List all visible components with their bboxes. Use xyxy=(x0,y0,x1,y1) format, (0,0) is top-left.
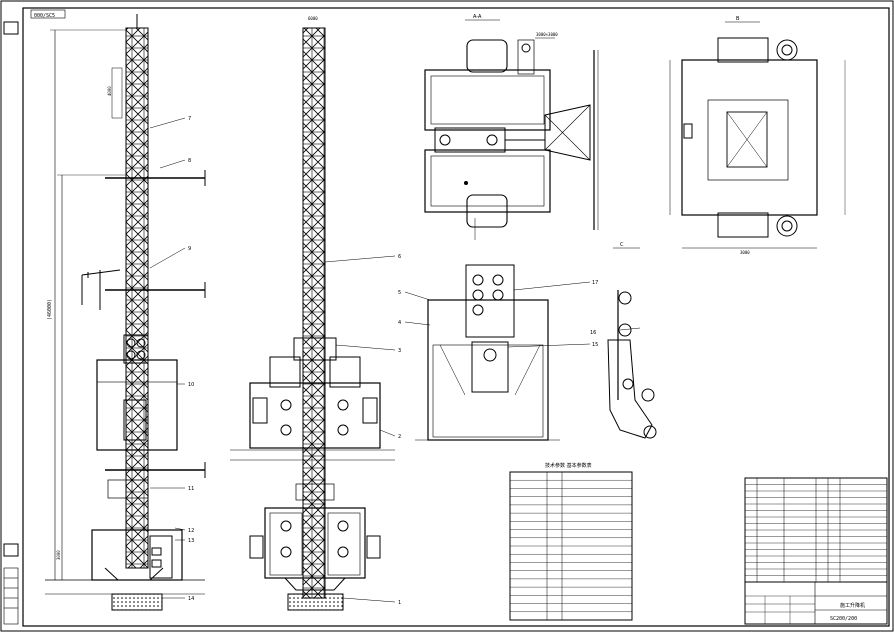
plan-a-cage-bottom xyxy=(424,149,551,213)
plan-a-title: A-A xyxy=(473,14,482,20)
plan-a-dim: 3000×3000 xyxy=(536,32,558,37)
callout-17: 17 xyxy=(592,280,598,286)
plan-b-dim: 3000 xyxy=(740,250,750,255)
callout-8: 8 xyxy=(188,158,191,164)
callout-4: 4 xyxy=(398,320,401,326)
derrick xyxy=(81,269,121,310)
cage-elevation: 5 4 17 15 xyxy=(398,264,598,441)
callout-11: 11 xyxy=(188,486,194,492)
front-dim-base: 3000 xyxy=(56,550,61,560)
side-lower-cages xyxy=(264,507,366,579)
left-marker-top xyxy=(3,21,19,35)
callout-16: 16 xyxy=(590,330,596,336)
callout-15: 15 xyxy=(592,342,598,348)
params-table: 技术参数 基本参数表 xyxy=(509,462,633,621)
callout-7: 7 xyxy=(188,116,191,122)
inner-border xyxy=(22,7,890,627)
side-dim-top: 6000 xyxy=(308,16,318,21)
plan-view-a: A-A 3000×3000 xyxy=(424,14,599,240)
front-dim-total: (46000) xyxy=(47,299,53,320)
side-upper-cages xyxy=(249,382,381,449)
detail-c: C 16 xyxy=(590,242,657,439)
callout-5: 5 xyxy=(398,290,401,296)
front-mast xyxy=(125,27,149,569)
title-block-drawing-no: SC200/200 xyxy=(830,616,857,622)
cage-drive-unit xyxy=(465,264,515,338)
callout-12: 12 xyxy=(188,528,194,534)
top-code: 000/SC5 xyxy=(34,13,55,19)
plan-b-outline xyxy=(681,59,818,216)
top-code-box xyxy=(30,9,66,19)
callout-14: 14 xyxy=(188,596,194,602)
detail-c-title: C xyxy=(620,242,624,248)
title-block-name: 施工升降机 xyxy=(840,602,865,609)
callout-10: 10 xyxy=(188,382,194,388)
plan-b-mast xyxy=(726,111,768,168)
callout-1: 1 xyxy=(398,600,401,606)
parts-list xyxy=(744,477,888,583)
side-mast xyxy=(302,27,326,599)
detail-c-bracket xyxy=(607,339,653,439)
callout-13: 13 xyxy=(188,538,194,544)
callout-3: 3 xyxy=(398,348,401,354)
left-stamp-table xyxy=(3,567,19,625)
front-dim-section: 4000 xyxy=(107,86,112,96)
plan-b-title: B xyxy=(736,16,740,22)
callout-9: 9 xyxy=(188,246,191,252)
left-marker-bottom xyxy=(3,543,19,557)
side-foundation xyxy=(287,593,344,611)
params-title: 技术参数 基本参数表 xyxy=(545,462,592,469)
front-drive xyxy=(123,334,149,364)
plan-a-cage-top xyxy=(424,69,551,131)
front-foundation xyxy=(111,593,163,611)
side-view: 6000 6 3 2 1 xyxy=(230,16,401,611)
front-view: (46000) 4000 xyxy=(45,14,206,611)
callout-6: 6 xyxy=(398,254,401,260)
title-block: 施工升降机 SC200/200 xyxy=(744,581,888,625)
plan-view-b: B 3000 xyxy=(669,16,846,255)
plan-b-buffers xyxy=(776,39,798,237)
callout-2: 2 xyxy=(398,434,401,440)
